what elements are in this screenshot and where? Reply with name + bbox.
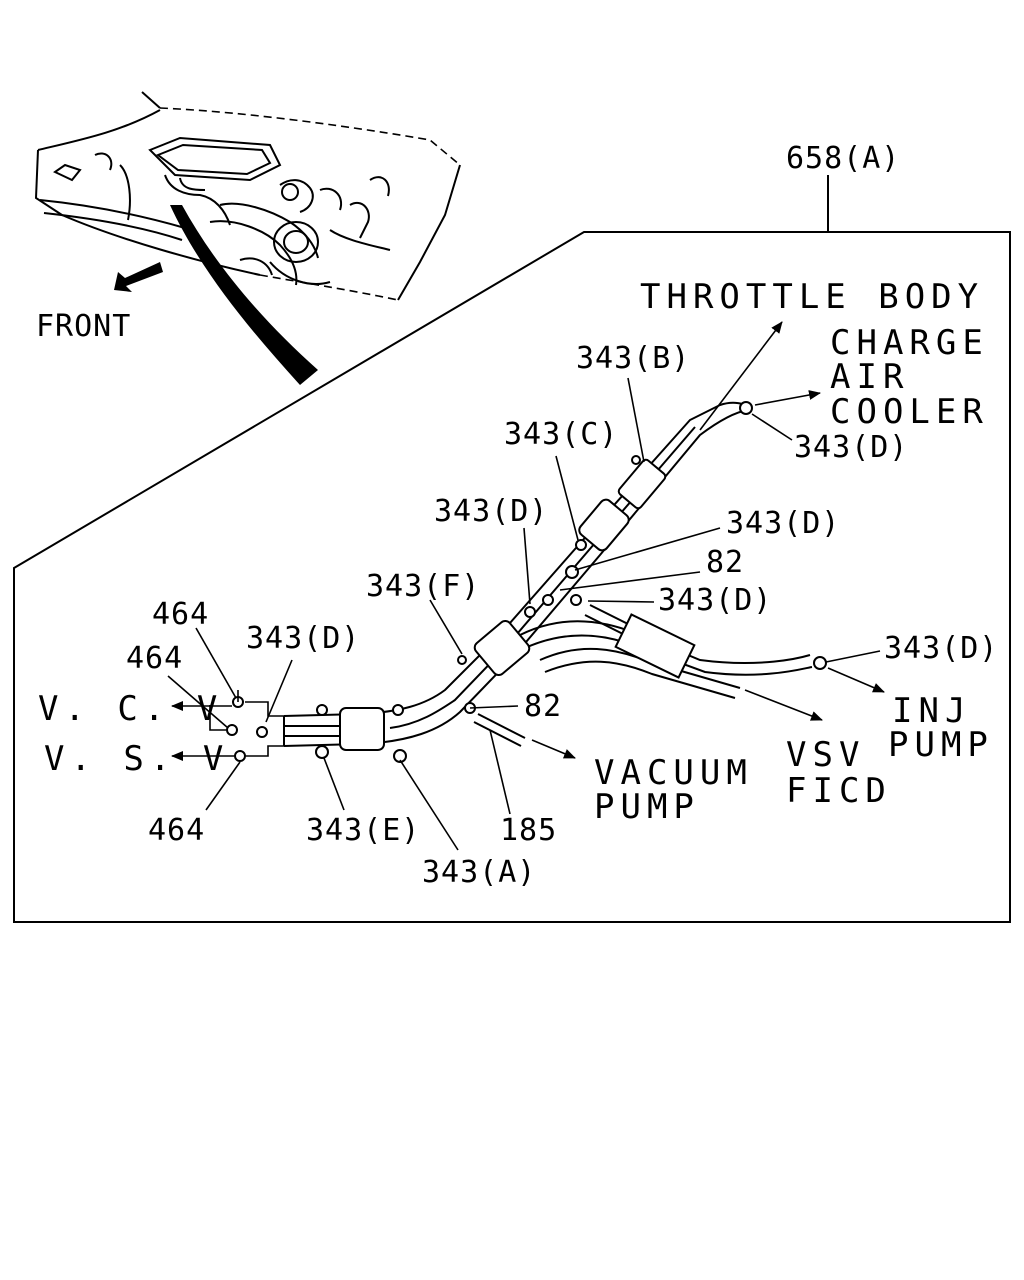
clamp-d-upper-label: 343(D) xyxy=(434,494,548,529)
clamp-b-label: 343(B) xyxy=(576,341,690,376)
clamp-a-label: 343(A) xyxy=(422,855,536,890)
throttle-body-label: THROTTLE BODY xyxy=(640,277,984,317)
clamp-d-mid-label: 343(D) xyxy=(658,583,772,618)
pump-vac-label: PUMP xyxy=(594,787,700,827)
clamp-d-inj-label: 343(D) xyxy=(884,631,998,666)
clamp-d-right-label: 343(D) xyxy=(726,506,840,541)
inj-label: INJ xyxy=(892,691,971,731)
part-464-c-label: 464 xyxy=(148,813,205,848)
leader-lines xyxy=(167,377,881,851)
clamp-d-left-label: 343(D) xyxy=(246,621,360,656)
vacuum-label: VACUUM xyxy=(594,753,753,793)
ficd-label: FICD xyxy=(786,771,892,811)
pump-inj-label: PUMP xyxy=(888,725,994,765)
part-185-label: 185 xyxy=(500,813,557,848)
clamp-c-label: 343(C) xyxy=(504,417,618,452)
vcv-label: V. C. V xyxy=(38,689,223,729)
charge-label: CHARGE xyxy=(830,323,989,363)
part-464-b-label: 464 xyxy=(126,641,183,676)
part-82-upper-label: 82 xyxy=(706,545,744,580)
part-82-lower-label: 82 xyxy=(524,689,562,724)
part-464-a-label: 464 xyxy=(152,597,209,632)
vsv-left-label: V. S. V xyxy=(44,739,229,779)
flow-arrows xyxy=(171,321,885,761)
engine-bay-illustration xyxy=(34,91,461,385)
clamp-d-cooler-label: 343(D) xyxy=(794,430,908,465)
air-label: AIR xyxy=(830,357,909,397)
assembly-label: 658(A) xyxy=(786,141,900,176)
hose-bundle xyxy=(209,401,827,763)
front-label: FRONT xyxy=(36,309,131,344)
detail-frame xyxy=(13,231,1011,923)
cooler-label: COOLER xyxy=(830,392,989,432)
clamp-f-label: 343(F) xyxy=(366,569,480,604)
clamp-e-label: 343(E) xyxy=(306,813,420,848)
vsv-label: VSV xyxy=(786,735,865,775)
